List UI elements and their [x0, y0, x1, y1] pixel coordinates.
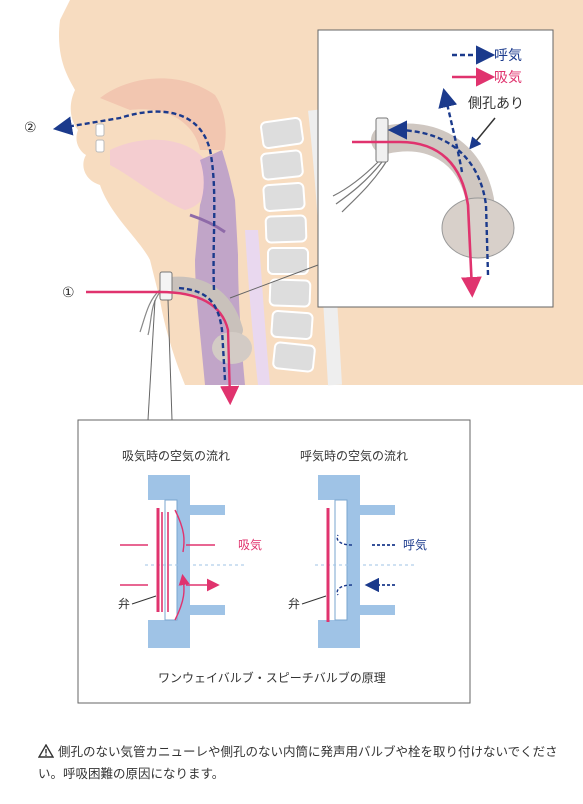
valve-label-right: 弁 [288, 596, 300, 611]
valve-label-left: 弁 [118, 596, 130, 611]
marker-two: ② [24, 120, 37, 136]
inset-tube-cuff [442, 198, 514, 258]
inhale-side-label: 吸気 [238, 537, 262, 552]
valve-panel-caption: ワンウェイバルブ・スピーチバルブの原理 [158, 670, 386, 685]
legend-exhale-label: 呼気 [494, 48, 522, 64]
warning-triangle-icon [38, 744, 54, 758]
inset-valve [376, 118, 388, 162]
speaking-valve[interactable] [160, 272, 172, 300]
warning-notice: 側孔のない気管カニューレや側孔のない内筒に発声用バルブや栓を取り付けないでくださ… [38, 741, 558, 785]
tube-detail-inset: 呼気 吸気 側孔あり [318, 30, 553, 307]
tube-cuff [212, 332, 252, 364]
valve-principle-panel: 吸気時の空気の流れ 呼気時の空気の流れ 吸気 弁 呼気 弁 [78, 420, 470, 703]
side-hole-label: 側孔あり [468, 96, 524, 112]
legend-inhale-label: 吸気 [494, 70, 522, 86]
exhale-side-label: 呼気 [403, 537, 427, 552]
inhale-flow-title: 吸気時の空気の流れ [122, 448, 230, 463]
warning-text: 側孔のない気管カニューレや側孔のない内筒に発声用バルブや栓を取り付けないでくださ… [38, 744, 558, 781]
exhale-flow-title: 呼気時の空気の流れ [300, 448, 408, 463]
marker-one: ① [62, 285, 75, 301]
